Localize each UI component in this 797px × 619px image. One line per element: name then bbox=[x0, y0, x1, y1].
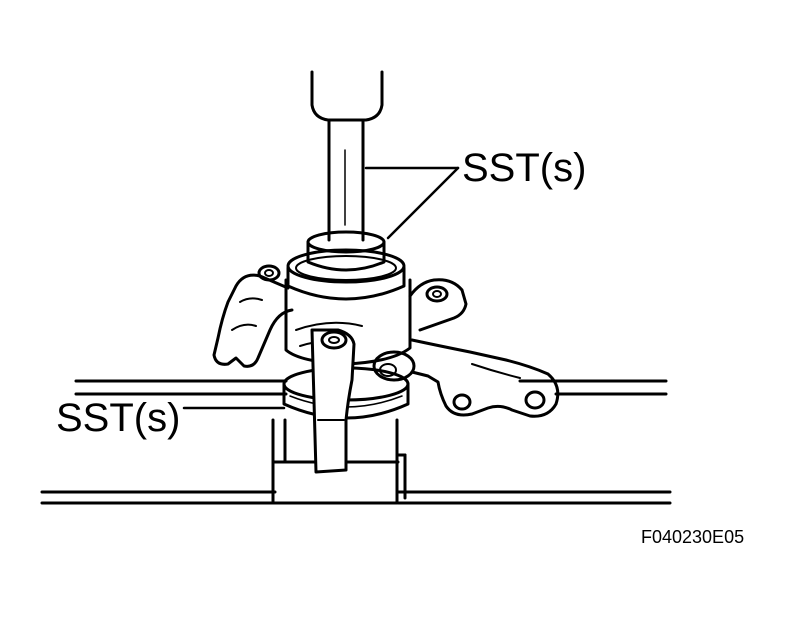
upper-sst-replacer bbox=[306, 230, 386, 272]
hub-bearing bbox=[286, 248, 406, 301]
sst-label-lower: SST(s) bbox=[56, 396, 181, 440]
press-table-rails bbox=[40, 379, 672, 505]
leader-lines bbox=[182, 166, 460, 410]
knuckle-strut bbox=[310, 328, 356, 474]
sst-label-upper: SST(s) bbox=[462, 146, 587, 190]
support-block bbox=[271, 418, 407, 505]
figure-code: F040230E05 bbox=[641, 527, 745, 547]
press-ram bbox=[310, 70, 384, 242]
steering-knuckle bbox=[212, 264, 560, 418]
